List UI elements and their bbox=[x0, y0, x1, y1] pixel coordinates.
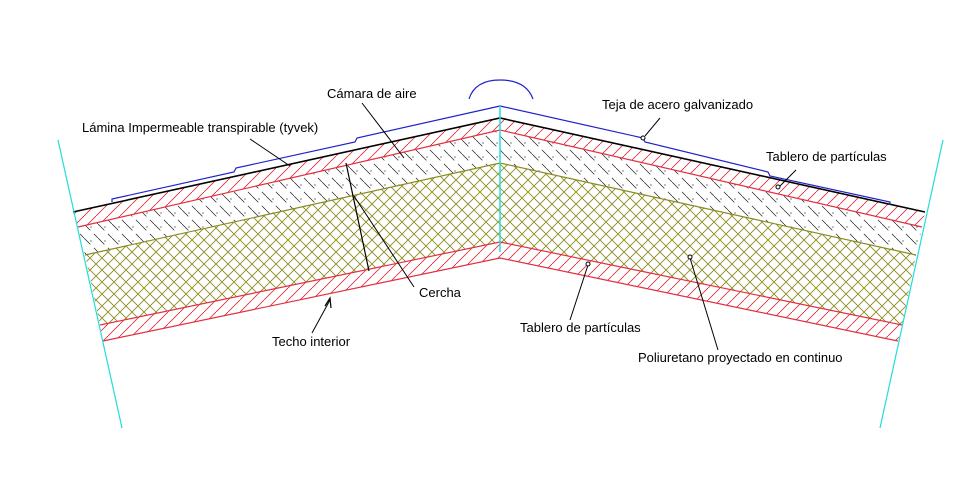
left-boundary bbox=[57, 139, 123, 429]
arrow-head-icon bbox=[324, 296, 332, 309]
leader-dot-icon bbox=[585, 261, 591, 267]
label-tablero-superior: Tablero de partículas bbox=[766, 149, 887, 164]
label-poliuretano: Poliuretano proyectado en continuo bbox=[638, 350, 843, 365]
leader-tablero-sup bbox=[779, 169, 797, 187]
leader-dot-icon bbox=[640, 135, 646, 141]
label-camara-de-aire: Cámara de aire bbox=[327, 86, 417, 101]
ridge-cap bbox=[468, 79, 534, 100]
leader-cercha bbox=[353, 195, 415, 288]
leader-teja bbox=[644, 117, 661, 137]
right-boundary bbox=[879, 139, 944, 429]
truss-member bbox=[345, 162, 370, 272]
label-teja: Teja de acero galvanizado bbox=[602, 97, 754, 112]
lower-board-bottom-line bbox=[102, 257, 899, 342]
leader-dot-icon bbox=[687, 254, 693, 260]
label-lamina: Lámina Impermeable transpirable (tyvek) bbox=[82, 120, 319, 135]
label-cercha: Cercha bbox=[419, 285, 461, 300]
leader-poliuretano bbox=[689, 257, 719, 351]
label-techo-interior: Techo interior bbox=[272, 334, 351, 349]
leader-tablero-inf bbox=[569, 264, 589, 321]
leader-techo bbox=[311, 299, 331, 334]
leader-camara bbox=[361, 102, 405, 159]
steel-tile-left bbox=[111, 105, 501, 202]
leader-lamina bbox=[249, 138, 291, 167]
label-tablero-inferior: Tablero de partículas bbox=[520, 320, 641, 335]
leader-dot-icon bbox=[775, 184, 781, 190]
